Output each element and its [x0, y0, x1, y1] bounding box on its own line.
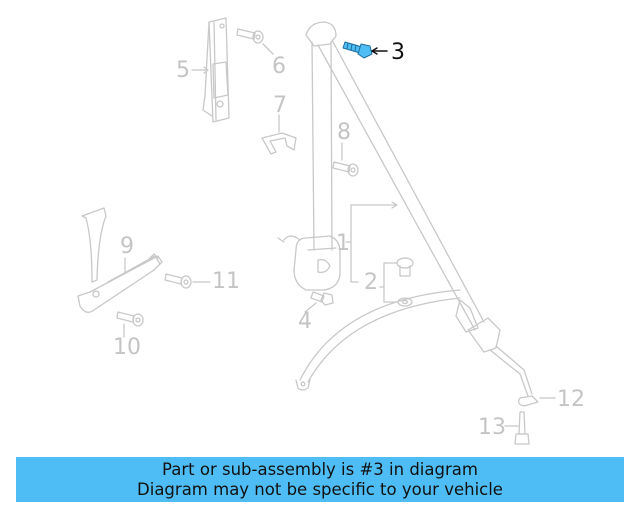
callout-4: 4: [298, 309, 312, 334]
leader-1: [350, 204, 359, 283]
part-7-clip: [261, 132, 297, 155]
callout-11: 11: [212, 269, 240, 294]
callout-9: 9: [120, 234, 134, 259]
callout-3-highlighted: 3: [391, 40, 405, 65]
part-5-bracket: [202, 17, 230, 123]
part-8-bolt: [332, 161, 359, 177]
callout-1: 1: [336, 231, 350, 256]
part-9-buckle-bracket: [77, 207, 163, 313]
leader-6: [262, 43, 274, 55]
part-6-bolt: [236, 28, 264, 44]
banner-line-disclaimer: Diagram may not be specific to your vehi…: [137, 480, 503, 499]
leader-4: [304, 302, 317, 313]
part-1-belt-assembly: [277, 21, 485, 333]
callout-2: 2: [364, 270, 378, 295]
callout-12: 12: [557, 387, 585, 412]
callout-6: 6: [272, 54, 286, 79]
callout-7: 7: [273, 93, 287, 118]
callout-5: 5: [176, 58, 190, 83]
leader-2: [379, 262, 397, 303]
callout-13: 13: [478, 415, 506, 440]
part-11-bolt: [164, 273, 192, 289]
part-12-buckle: [467, 317, 539, 407]
part-10-bolt: [116, 311, 144, 327]
part-3-bolt-highlighted: [342, 41, 373, 59]
info-banner: Part or sub-assembly is #3 in diagram Di…: [16, 457, 624, 502]
callout-10: 10: [113, 335, 141, 360]
banner-line-part: Part or sub-assembly is #3 in diagram: [162, 460, 478, 479]
part-4-bolt: [310, 291, 334, 306]
callout-8: 8: [337, 120, 351, 145]
lap-belt: [295, 289, 461, 391]
part-13-bolt: [514, 411, 530, 445]
